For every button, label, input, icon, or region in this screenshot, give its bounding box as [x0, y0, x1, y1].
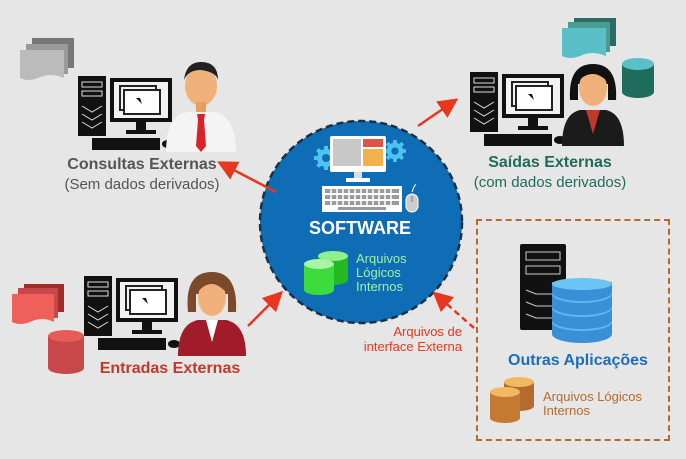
computer-icon	[78, 76, 174, 150]
gear-icon	[384, 140, 406, 162]
entradas-externas-label: Entradas Externas	[90, 360, 250, 378]
ilf-label-line-2: Lógicos	[356, 265, 401, 280]
woman-avatar-icon-red	[178, 272, 246, 356]
monitor-icon	[330, 136, 386, 182]
other-apps-ilf-line-1: Arquivos Lógicos	[543, 389, 642, 404]
database-stack-icon	[552, 278, 612, 343]
consultas-externas-title: Consultas Externas	[67, 156, 217, 173]
documents-icon	[20, 38, 74, 80]
external-interface-line-2: interface Externa	[363, 339, 462, 354]
ilf-label: Arquivos Lógicos Internos	[356, 252, 407, 294]
ilf-label-line-1: Arquivos	[356, 251, 407, 266]
other-apps-ilf-line-2: Internos	[543, 403, 590, 418]
arrow-to-consultas	[217, 161, 277, 194]
database-icon-red	[48, 330, 84, 374]
ilf-label-line-3: Internos	[356, 279, 403, 294]
arrow-to-saidas	[417, 98, 459, 128]
documents-icon-red	[12, 284, 64, 324]
saidas-externas-subtitle: (com dados derivados)	[473, 174, 627, 191]
mouse-icon	[405, 184, 419, 213]
database-icon-green	[304, 251, 348, 295]
other-applications-box	[476, 219, 670, 441]
saidas-externas-label: Saídas Externas (com dados derivados)	[440, 154, 660, 191]
software-title: SOFTWARE	[309, 218, 411, 238]
computer-icon	[470, 72, 566, 146]
other-apps-ilf-label: Arquivos Lógicos Internos	[543, 390, 642, 418]
keyboard-icon	[322, 186, 402, 212]
man-avatar-icon	[166, 62, 236, 152]
computer-icon	[84, 276, 180, 350]
documents-icon-teal	[562, 18, 616, 58]
consultas-externas-label: Consultas Externas (Sem dados derivados)	[42, 156, 242, 193]
consultas-externas-subtitle: (Sem dados derivados)	[64, 176, 220, 193]
saidas-externas-title: Saídas Externas	[488, 154, 612, 171]
arrow-external-interface	[432, 291, 475, 329]
database-icon-orange	[490, 377, 534, 423]
arrow-from-entradas	[247, 290, 284, 327]
external-interface-line-1: Arquivos de	[393, 324, 462, 339]
woman-avatar-icon	[562, 64, 624, 146]
database-icon-teal	[622, 58, 654, 98]
other-applications-title: Outras Aplicações	[508, 352, 648, 369]
entradas-externas-title: Entradas Externas	[99, 360, 241, 377]
external-interface-label: Arquivos de interface Externa	[340, 324, 462, 354]
